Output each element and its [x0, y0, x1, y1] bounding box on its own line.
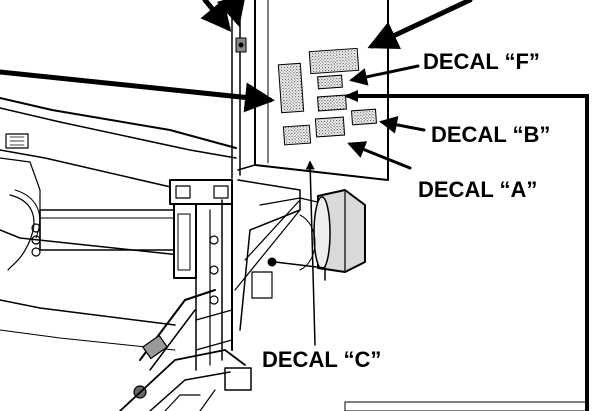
arrow-decal-f — [349, 64, 420, 86]
bracket-assembly — [234, 179, 366, 331]
decal-a-label: DECAL “A” — [418, 177, 537, 202]
decals — [277, 47, 377, 146]
decal-a-marker — [314, 116, 346, 138]
decal-c-marker — [282, 124, 312, 146]
decal-top — [308, 47, 360, 75]
decal-c-label: DECAL “C” — [262, 347, 381, 372]
side-panel — [237, 0, 389, 181]
arrow-left-long — [0, 69, 275, 113]
arrow-top-left-1 — [200, 0, 232, 32]
labels: DECAL “F” DECAL “B” DECAL “A” DECAL “C” — [262, 49, 550, 372]
decal-f-marker — [317, 74, 343, 90]
front-frame — [169, 179, 233, 371]
decal-b-label: DECAL “B” — [431, 122, 550, 147]
arrow-decal-c — [305, 160, 316, 346]
vertical-post — [231, 0, 247, 179]
lower-linkage — [119, 289, 252, 411]
arrow-decal-b — [379, 115, 426, 134]
arrow-bracket-head — [344, 90, 358, 102]
carriage-beam — [0, 97, 237, 351]
arrow-top-right — [367, 0, 473, 49]
decal-f-label: DECAL “F” — [423, 49, 540, 74]
arrow-decal-a — [347, 141, 412, 170]
machine-illustration — [0, 0, 389, 411]
arrow-top-left-2 — [216, 0, 246, 27]
inset-frame — [344, 401, 588, 411]
decal-mid — [317, 94, 347, 112]
decal-b-marker — [351, 108, 377, 126]
decal-tall-left — [277, 62, 305, 114]
arrow-bracket-line — [346, 94, 589, 411]
